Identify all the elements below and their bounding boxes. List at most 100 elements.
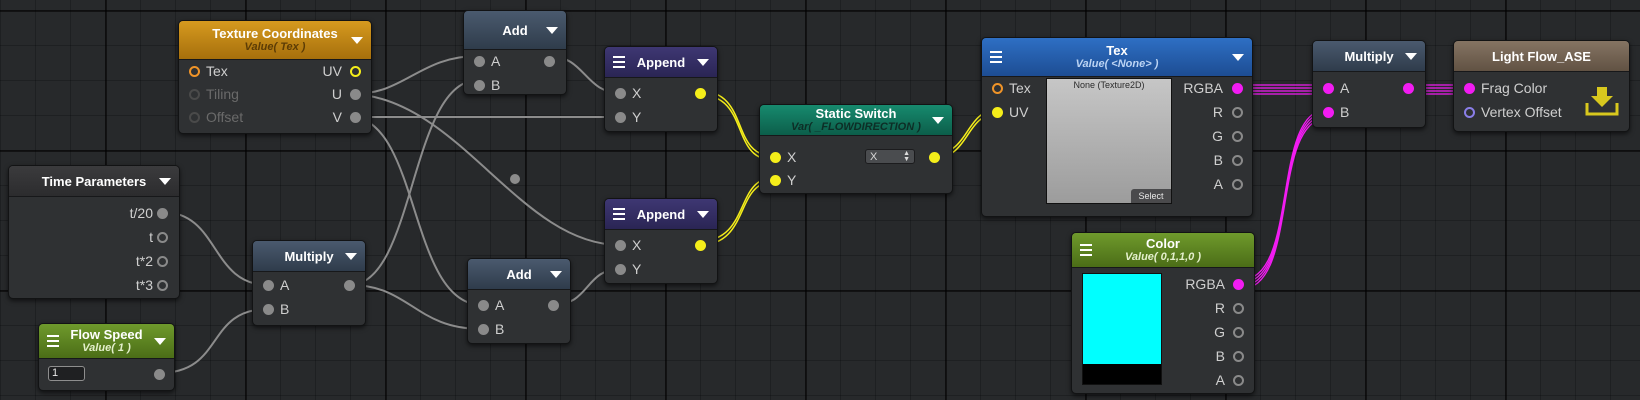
texture-coordinates-node[interactable]: Texture Coordinates Value( Tex ) Tex Til… — [178, 20, 372, 134]
add-node-header[interactable]: Add — [464, 11, 566, 50]
u-output-port[interactable] — [350, 89, 361, 100]
flow-speed-value-field[interactable]: 1 — [48, 366, 85, 381]
tex-input-port[interactable] — [992, 83, 1003, 94]
chevron-down-icon[interactable] — [697, 211, 709, 218]
append-node-header[interactable]: Append — [605, 199, 717, 230]
a-input-port[interactable] — [263, 280, 274, 291]
menu-icon[interactable] — [47, 335, 59, 347]
multiply-node-header[interactable]: Multiply — [1313, 41, 1425, 72]
b-output-port[interactable] — [1233, 351, 1244, 362]
texture-coordinates-header[interactable]: Texture Coordinates Value( Tex ) — [179, 21, 371, 60]
color-node-header[interactable]: Color Value( 0,1,1,0 ) — [1072, 233, 1254, 268]
chevron-down-icon[interactable] — [546, 27, 558, 34]
switch-option-select[interactable]: X ▲▼ — [865, 149, 915, 164]
menu-icon[interactable] — [613, 208, 625, 220]
menu-icon[interactable] — [990, 51, 1002, 63]
g-output-port[interactable] — [1232, 131, 1243, 142]
b-output-port[interactable] — [1232, 155, 1243, 166]
add-node-bottom[interactable]: Add A B — [467, 258, 571, 344]
a-input-port[interactable] — [478, 300, 489, 311]
output-port[interactable] — [929, 152, 940, 163]
time-parameters-node[interactable]: Time Parameters t/20 t t*2 t*3 — [8, 165, 180, 299]
chevron-down-icon[interactable] — [351, 37, 363, 44]
tex-node-header[interactable]: Tex Value( <None> ) — [982, 38, 1252, 77]
offset-input-port[interactable] — [189, 112, 200, 123]
tiling-input-port[interactable] — [189, 89, 200, 100]
rgba-output-port[interactable] — [1232, 83, 1243, 94]
output-node-header[interactable]: Light Flow_ASE — [1454, 41, 1629, 72]
tex-sample-node[interactable]: Tex Value( <None> ) Tex UV None (Texture… — [981, 37, 1253, 217]
a-output-port[interactable] — [1232, 179, 1243, 190]
output-port[interactable] — [695, 240, 706, 251]
output-port[interactable] — [344, 280, 355, 291]
x-input-label: X — [632, 237, 642, 253]
chevron-down-icon[interactable] — [154, 338, 166, 345]
vertex-offset-input-port[interactable] — [1464, 107, 1475, 118]
append-node-top[interactable]: Append X Y — [604, 46, 718, 132]
color-swatch[interactable] — [1082, 273, 1162, 385]
b-input-label: B — [495, 321, 505, 337]
a-input-port[interactable] — [474, 56, 485, 67]
add-node-top[interactable]: Add A B — [463, 10, 567, 95]
add-node-header[interactable]: Add — [468, 259, 570, 290]
a-output-port[interactable] — [1233, 375, 1244, 386]
b-input-port[interactable] — [1323, 107, 1334, 118]
t3-output-port[interactable] — [157, 280, 168, 291]
chevron-down-icon[interactable] — [1405, 53, 1417, 60]
v-output-port[interactable] — [350, 112, 361, 123]
chevron-down-icon[interactable] — [932, 117, 944, 124]
t2-output-port[interactable] — [157, 256, 168, 267]
rgba-output-label: RGBA — [1183, 80, 1223, 96]
b-input-port[interactable] — [478, 324, 489, 335]
r-output-port[interactable] — [1232, 107, 1243, 118]
uv-input-port[interactable] — [992, 107, 1003, 118]
tex-input-port[interactable] — [189, 66, 200, 77]
chevron-down-icon[interactable] — [1232, 54, 1244, 61]
output-node[interactable]: Light Flow_ASE Frag Color Vertex Offset — [1453, 40, 1630, 132]
x-input-port[interactable] — [615, 88, 626, 99]
r-output-port[interactable] — [1233, 303, 1244, 314]
chevron-down-icon[interactable] — [697, 59, 709, 66]
y-input-port[interactable] — [615, 112, 626, 123]
time-parameters-header[interactable]: Time Parameters — [9, 166, 179, 197]
g-output-port[interactable] — [1233, 327, 1244, 338]
output-port[interactable] — [544, 56, 555, 67]
flow-speed-header[interactable]: Flow Speed Value( 1 ) — [39, 324, 174, 359]
flow-speed-node[interactable]: Flow Speed Value( 1 ) 1 — [38, 323, 175, 391]
x-input-port[interactable] — [770, 152, 781, 163]
tex-input-label: Tex — [206, 63, 228, 79]
texture-preview[interactable]: None (Texture2D) Select — [1046, 78, 1172, 204]
menu-icon[interactable] — [1080, 244, 1092, 256]
t20-output-port[interactable] — [157, 208, 168, 219]
chevron-down-icon[interactable] — [159, 178, 171, 185]
multiply-node-header[interactable]: Multiply — [253, 241, 365, 272]
chevron-down-icon[interactable] — [345, 253, 357, 260]
append-node-header[interactable]: Append — [605, 47, 717, 78]
color-node[interactable]: Color Value( 0,1,1,0 ) RGBA R G B A — [1071, 232, 1255, 394]
output-port[interactable] — [548, 300, 559, 311]
multiply-node-left[interactable]: Multiply A B — [252, 240, 366, 326]
chevron-down-icon[interactable] — [550, 271, 562, 278]
append-node-bottom[interactable]: Append X Y — [604, 198, 718, 284]
node-title: Add — [506, 266, 532, 282]
static-switch-node[interactable]: Static Switch Var( _FLOWDIRECTION ) X Y … — [759, 104, 953, 194]
node-title: Light Flow_ASE — [1492, 48, 1591, 64]
wire-u-to-add-top-a — [353, 55, 479, 95]
y-input-port[interactable] — [770, 175, 781, 186]
frag-color-input-port[interactable] — [1464, 83, 1475, 94]
static-switch-header[interactable]: Static Switch Var( _FLOWDIRECTION ) — [760, 105, 952, 136]
menu-icon[interactable] — [613, 56, 625, 68]
output-port[interactable] — [695, 88, 706, 99]
y-input-port[interactable] — [615, 264, 626, 275]
select-texture-button[interactable]: Select — [1131, 189, 1171, 203]
output-port[interactable] — [1403, 83, 1414, 94]
a-input-port[interactable] — [1323, 83, 1334, 94]
rgba-output-port[interactable] — [1233, 279, 1244, 290]
t-output-port[interactable] — [157, 232, 168, 243]
b-input-port[interactable] — [474, 80, 485, 91]
x-input-port[interactable] — [615, 240, 626, 251]
b-input-port[interactable] — [263, 304, 274, 315]
uv-output-port[interactable] — [350, 66, 361, 77]
multiply-node-right[interactable]: Multiply A B — [1312, 40, 1426, 128]
output-port[interactable] — [154, 369, 165, 380]
